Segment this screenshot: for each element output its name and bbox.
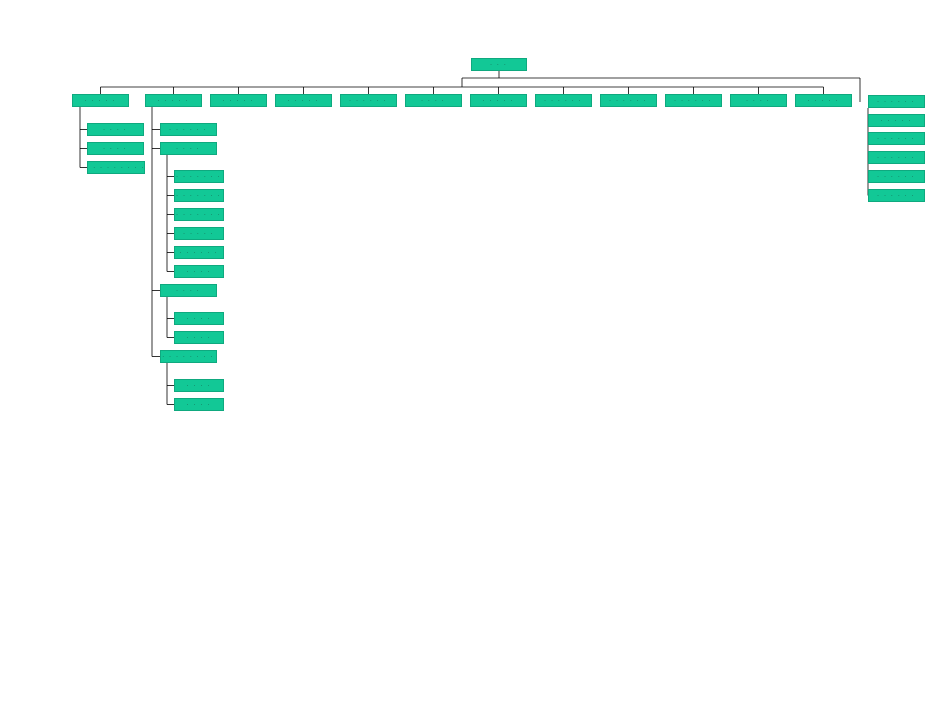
node-label: · · · · · · (609, 97, 648, 103)
node-label: · · · · (103, 145, 128, 151)
level3-node[interactable]: · · · · · · (174, 246, 224, 259)
node-label: · · · · · (287, 97, 320, 103)
node-label: · · · · · · (179, 249, 219, 255)
level1-node[interactable]: · · · · · (145, 94, 202, 107)
node-label: · · · · · (84, 97, 117, 103)
level2-node[interactable]: · · · · (87, 142, 144, 155)
node-label: · · · · · · · (176, 211, 222, 217)
node-label: · · · · (746, 97, 771, 103)
node-label: · · · · · · (877, 98, 916, 104)
node-label: · · · · · (482, 97, 515, 103)
node-label: · · · · (103, 126, 128, 132)
level1-node[interactable]: · · · · · (470, 94, 527, 107)
node-label: · · · · (421, 97, 446, 103)
node-label: · · · · (186, 315, 212, 321)
node-label: · · · · · · · · (162, 353, 215, 359)
level2-node[interactable]: · · · · · · (868, 151, 925, 164)
level2-node[interactable]: · · · · · · · · (160, 350, 217, 363)
node-label: · · · · (176, 145, 201, 151)
level3-node[interactable]: · · · · (174, 398, 224, 411)
level1-node[interactable]: · · · · · · (665, 94, 722, 107)
level1-node[interactable]: · · · · · (795, 94, 852, 107)
node-label: · · · · · (183, 230, 215, 236)
node-label: · · · · · · · · · (87, 164, 145, 170)
node-label: · · · · · · (349, 97, 388, 103)
node-label: · · · · · (157, 97, 190, 103)
level1-node[interactable]: · · · · · (275, 94, 332, 107)
level2-node[interactable]: · · · · (87, 123, 144, 136)
level1-node[interactable]: · · · · · · (340, 94, 397, 107)
level3-node[interactable]: · · · · (174, 331, 224, 344)
level1-node[interactable]: · · · · · · (600, 94, 657, 107)
node-label: · · · · · · (877, 154, 916, 160)
node-label: · · · · · (807, 97, 840, 103)
node-label: · · · · (186, 382, 212, 388)
node-label: · · · · · · (544, 97, 583, 103)
level3-node[interactable]: · · · · · (174, 227, 224, 240)
level2-node[interactable]: · · · · · · · · · (87, 161, 145, 174)
node-label: · · · · · · (674, 97, 713, 103)
node-label: · · · · · · (877, 192, 916, 198)
level3-node[interactable]: · · · · · · · (174, 208, 224, 221)
level1-node[interactable]: · · · · (405, 94, 462, 107)
level2-node[interactable]: · · · · · · (868, 189, 925, 202)
node-label: · · · · (186, 268, 212, 274)
level2-node[interactable]: · · · · · · (868, 132, 925, 145)
node-label: · · · · (176, 287, 201, 293)
level2-node[interactable]: · · · · · (868, 114, 925, 127)
level2-node[interactable]: · · · · · · (160, 123, 217, 136)
node-label: · · · · · (222, 97, 255, 103)
level1-node[interactable]: · · · · (730, 94, 787, 107)
level3-node[interactable]: · · · · · · · (174, 170, 224, 183)
node-label: · · · · · · (169, 126, 208, 132)
node-label: · · · · (186, 401, 212, 407)
node-label: · · · · · (880, 117, 913, 123)
level3-node[interactable]: · · · · (174, 265, 224, 278)
level1-node[interactable]: · · · · · · (868, 95, 925, 108)
level3-node[interactable]: · · · · · · · (174, 189, 224, 202)
node-label: · · · · · · · (176, 192, 222, 198)
node-label: · · · (490, 61, 508, 67)
node-label: · · · · · · (877, 173, 916, 179)
level2-node[interactable]: · · · · (160, 284, 217, 297)
level1-node[interactable]: · · · · · (72, 94, 129, 107)
level2-node[interactable]: · · · · (160, 142, 217, 155)
node-label: · · · · (186, 334, 212, 340)
level3-node[interactable]: · · · · (174, 379, 224, 392)
level1-node[interactable]: · · · · · (210, 94, 267, 107)
node-label: · · · · · · · (176, 173, 222, 179)
level1-node[interactable]: · · · · · · (535, 94, 592, 107)
root-node[interactable]: · · · (471, 58, 527, 71)
level2-node[interactable]: · · · · · · (868, 170, 925, 183)
node-label: · · · · · · (877, 135, 916, 141)
level3-node[interactable]: · · · · (174, 312, 224, 325)
